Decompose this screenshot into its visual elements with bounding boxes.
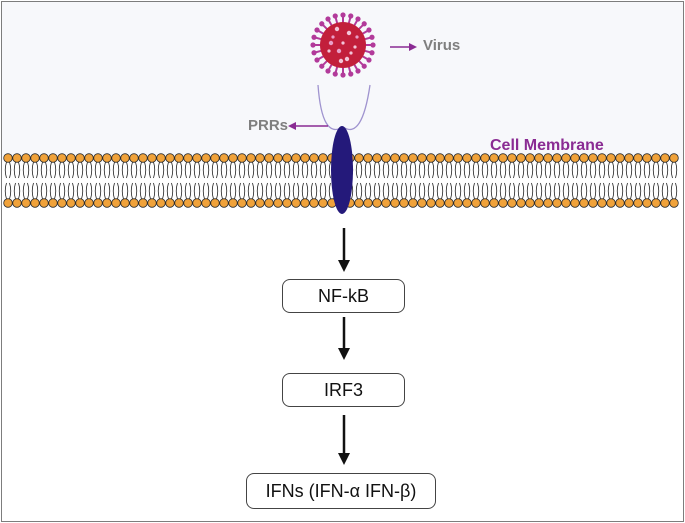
node-nfkb: NF-kB bbox=[282, 279, 405, 313]
cell-membrane bbox=[3, 153, 679, 208]
receptor-body bbox=[331, 126, 353, 214]
virus-label: Virus bbox=[423, 37, 461, 54]
prr-receptor bbox=[317, 84, 371, 214]
prrs-label: PRRs bbox=[248, 117, 289, 134]
cell-membrane-label: Cell Membrane bbox=[490, 137, 604, 154]
virus-icon bbox=[310, 12, 376, 78]
node-ifns: IFNs (IFN-α IFN-β) bbox=[246, 473, 436, 509]
node-irf3: IRF3 bbox=[282, 373, 405, 407]
prr-binding-arms bbox=[317, 84, 371, 131]
